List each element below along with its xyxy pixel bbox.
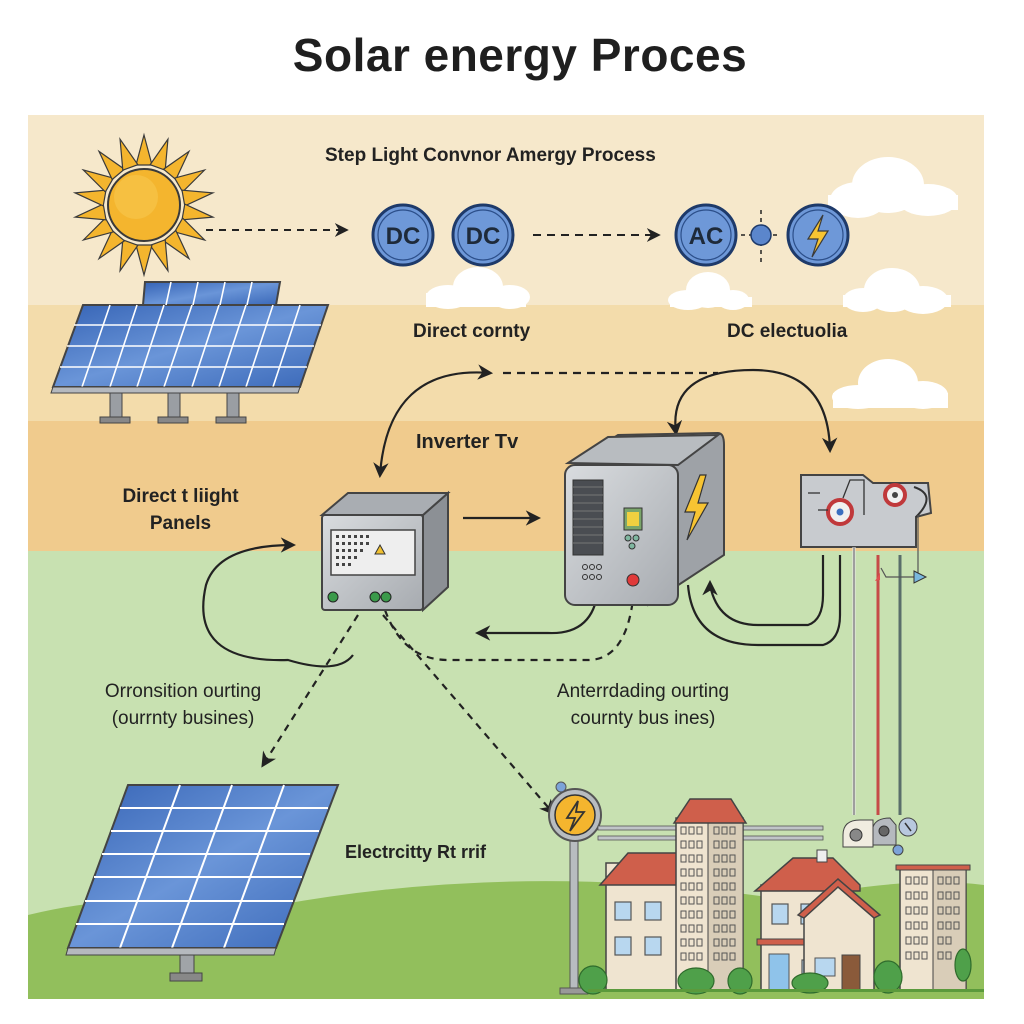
cloud-icon bbox=[832, 359, 948, 409]
left-note-line1: Orronsition ourting bbox=[104, 681, 262, 702]
dc-electricity-label: DC electuolia bbox=[727, 321, 848, 342]
ac-badge-label: AC bbox=[689, 223, 724, 250]
sun-icon bbox=[72, 132, 216, 278]
cloud-icon bbox=[828, 157, 958, 218]
dc-badge-2-label: DC bbox=[466, 223, 501, 250]
right-note-line1: Anterrdading ourting bbox=[556, 681, 730, 702]
diagram-scene: DC DC AC Step Light Convnor Amergy Proce… bbox=[28, 115, 984, 999]
arrow-meter-loop-1 bbox=[708, 555, 825, 627]
cloud-icon bbox=[843, 268, 951, 314]
arrow-panel-to-controller bbox=[373, 364, 494, 479]
left-note-line2: (ourrnty busines) bbox=[111, 708, 255, 729]
lightning-sign-icon bbox=[548, 781, 824, 995]
arrow-inverter-to-meter bbox=[666, 368, 838, 454]
cloud-icon bbox=[426, 267, 530, 309]
dc-badge-1 bbox=[371, 203, 435, 267]
dashed-to-grid bbox=[382, 614, 556, 816]
ac-badge bbox=[674, 203, 738, 267]
dashed-to-bottom-panel bbox=[261, 614, 359, 768]
city-buildings-icon bbox=[578, 798, 984, 995]
panels-label-line2: Panels bbox=[149, 513, 212, 534]
meter-devices-icon bbox=[842, 817, 918, 856]
arrow-meter-loop-2 bbox=[686, 555, 842, 647]
inverter-label: Inverter Tv bbox=[416, 431, 519, 453]
meter-cables bbox=[852, 515, 928, 815]
clouds bbox=[426, 157, 958, 409]
dashed-return bbox=[383, 586, 641, 662]
header-step-label: Step Light Convnor Amergy Process bbox=[325, 145, 656, 166]
lightning-badge-icon bbox=[786, 203, 850, 267]
meter-panel-icon bbox=[800, 474, 933, 548]
direct-current-label: Direct cornty bbox=[413, 321, 531, 342]
panels-label: Direct t liight Panels bbox=[98, 483, 263, 537]
dc-badge-1-label: DC bbox=[386, 223, 421, 250]
panels-label-line1: Direct t liight bbox=[122, 486, 239, 507]
cloud-icon bbox=[668, 272, 752, 310]
controller-box-icon bbox=[319, 490, 451, 613]
inverter-icon bbox=[564, 431, 725, 607]
solar-panel-bottom-icon bbox=[65, 784, 340, 982]
flow-arrows bbox=[202, 364, 842, 816]
diagram-title: Solar energy Proces bbox=[292, 29, 748, 81]
left-note-label: Orronsition ourting (ourrnty busines) bbox=[78, 678, 288, 732]
dc-badge-2 bbox=[451, 203, 515, 267]
right-note-line2: cournty bus ines) bbox=[570, 708, 716, 729]
grid-label: Electrcitty Rt rrif bbox=[345, 842, 487, 862]
solar-panel-top-icon bbox=[50, 281, 330, 424]
arrow-loop-left bbox=[202, 537, 354, 668]
right-note-label: Anterrdading ourting cournty bus ines) bbox=[533, 678, 753, 732]
diagram-graphics: DC DC AC bbox=[28, 132, 984, 999]
junction-node-icon bbox=[741, 210, 778, 265]
